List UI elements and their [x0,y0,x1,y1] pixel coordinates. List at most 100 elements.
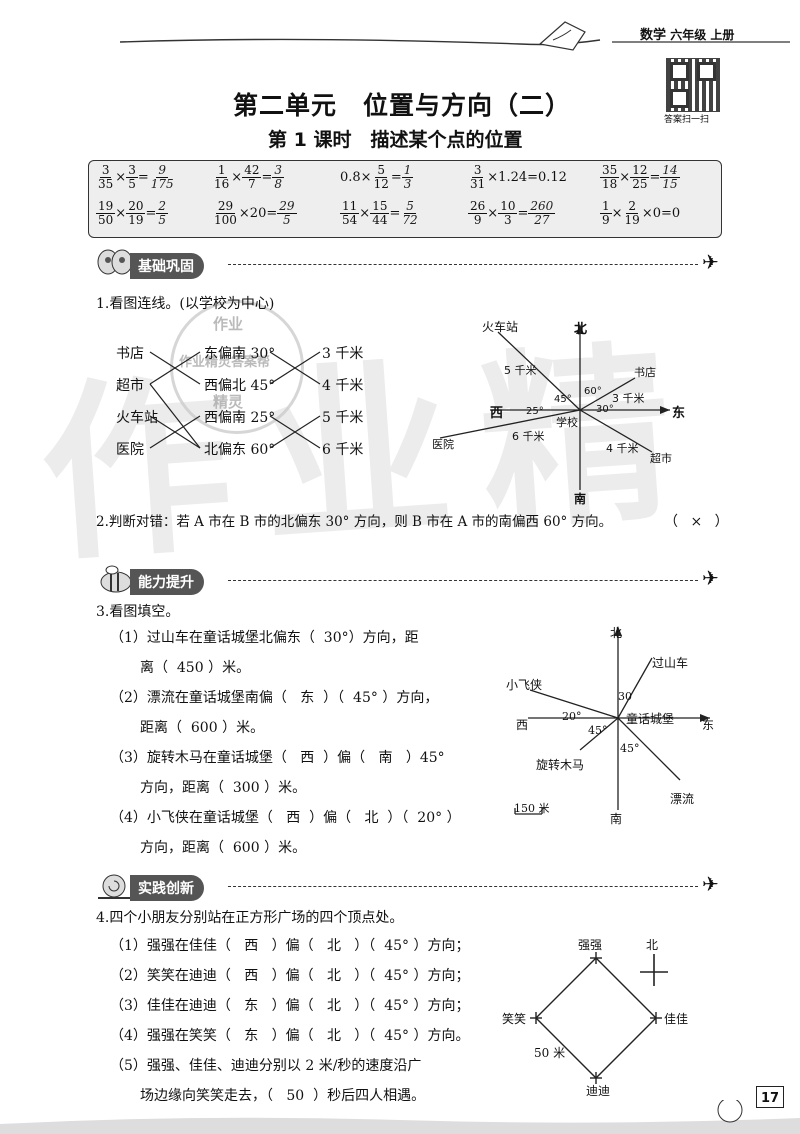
q1-map-north: 北 [574,322,588,337]
watermark-stamp: 作业 作业精灵答案帮 精灵 [170,300,304,434]
q3-map-scale: 150 米 [514,802,550,815]
section-ability-label: 能力提升 [130,569,204,595]
calc-fraction-b-numerator: 42 [242,163,262,178]
q4-map-side: 50 米 [534,1046,566,1060]
calc-result-denominator: 5 [158,213,167,227]
calc-fraction-a-numerator: 19 [96,199,116,214]
q3-compass-map [514,626,710,815]
calc-prefix: 0.8× [340,170,372,185]
calc-result-denominator: 8 [274,177,283,191]
section-practice-label: 实践创新 [130,875,204,901]
q4-line-1: （2）笑笑在迪迪（ 西 ）偏（ 北 ）（ 45° ）方向； [110,968,470,984]
calc-fraction-b-denominator: 3 [504,213,512,227]
stamp-mid-text: 作业精灵答案帮 [179,355,271,370]
calc-fraction-a-numerator: 3 [471,163,484,178]
q3-map-east: 东 [702,718,715,732]
stamp-top-text: 作业 [213,315,244,333]
calc-operator: × [359,206,371,221]
section-basic: 基础巩固 ✈ [96,249,726,279]
calc-suffix: ×0=0 [641,206,681,221]
header-decoration [119,21,790,51]
calc-result-denominator: 175 [150,177,174,191]
q4-map-north: 北 [646,938,659,952]
calc-result-denominator: 15 [662,177,678,191]
equals-sign: = [390,170,402,185]
q3-line-5: 方向，距离（ 300 ）米。 [140,780,307,796]
q2-paren-open: （ [664,514,678,530]
q4-map-left: 笑笑 [502,1012,527,1026]
qr-code[interactable] [666,58,720,112]
equals-sign: = [649,170,661,185]
plane-icon: ✈ [702,250,719,274]
q1-map-south: 南 [574,492,587,506]
q4-line-4: （5）强强、佳佳、迪迪分别以 2 米/秒的速度沿广 [110,1058,422,1074]
calc-fraction-b-denominator: 25 [632,177,648,191]
q3-map-a-peter: 20° [562,710,582,723]
calc-operator: × [611,206,623,221]
q1-map-west: 西 [490,406,504,421]
calc-middle: ×20= [238,206,278,221]
calc-fraction-a-numerator: 29 [215,199,236,214]
calc-result-denominator: 27 [534,213,550,227]
calc-operator: × [115,170,127,185]
q3-map-rafting: 漂流 [670,792,695,806]
q3-stem: 3.看图填空。 [96,604,180,620]
q4-stem: 4.四个小朋友分别站在正方形广场的四个顶点处。 [96,910,404,926]
q1-place-3: 医院 [116,442,144,458]
calc-result-denominator: 5 [283,213,291,227]
q3-map-a-carousel: 45° [588,724,608,737]
header-volume: 上册 [710,28,735,42]
calc-fraction-b-denominator: 44 [372,213,388,227]
calc-fraction-b-numerator: 5 [375,163,388,178]
equals-sign: = [261,170,273,185]
q1-map-center: 学校 [556,416,578,429]
calc-fraction-a-numerator: 35 [600,163,620,178]
lesson-title: 第 1 课时 描述某个点的位置 [268,129,523,151]
calc-result-denominator: 72 [402,213,418,227]
calc-fraction-a-denominator: 31 [470,177,486,191]
calc-fraction-a-denominator: 35 [98,177,114,191]
q1-direction-1: 西偏北 45° [204,378,276,394]
plane-icon: ✈ [702,566,719,590]
calc-fraction-a-denominator: 9 [602,213,610,227]
calc-fraction-a-denominator: 54 [342,213,358,227]
q3-map-center: 童话城堡 [626,712,675,726]
calc-fraction-a-numerator: 1 [600,199,612,214]
q3-line-3: 距离（ 600 ）米。 [140,720,265,736]
calc-fraction-a-denominator: 50 [98,213,114,227]
calc-fraction-a-numerator: 26 [468,199,488,214]
calc-fraction-b-numerator: 20 [126,199,146,214]
calc-result-denominator: 3 [403,177,412,191]
q2-paren-close: ） [714,514,729,530]
calc-fraction-b-numerator: 15 [370,199,390,214]
header-grade: 六年级 [670,28,707,42]
calc-result-numerator: 14 [660,163,680,178]
calc-result-numerator: 1 [401,163,414,178]
bottom-ground-decoration [0,1100,800,1134]
q1-map-train: 火车站 [482,320,519,334]
q1-distance-0: 3 千米 [322,346,364,362]
calc-operator: × [115,206,127,221]
page-number-box: 17 [756,1086,784,1108]
q1-direction-0: 东偏南 30° [204,346,276,362]
calc-fraction-b-numerator: 12 [630,163,650,178]
section-basic-label: 基础巩固 [130,253,204,279]
q3-map-west: 西 [516,718,529,732]
q1-map-a-hosp: 25° [526,406,544,417]
q3-map-peter: 小飞侠 [506,678,543,692]
